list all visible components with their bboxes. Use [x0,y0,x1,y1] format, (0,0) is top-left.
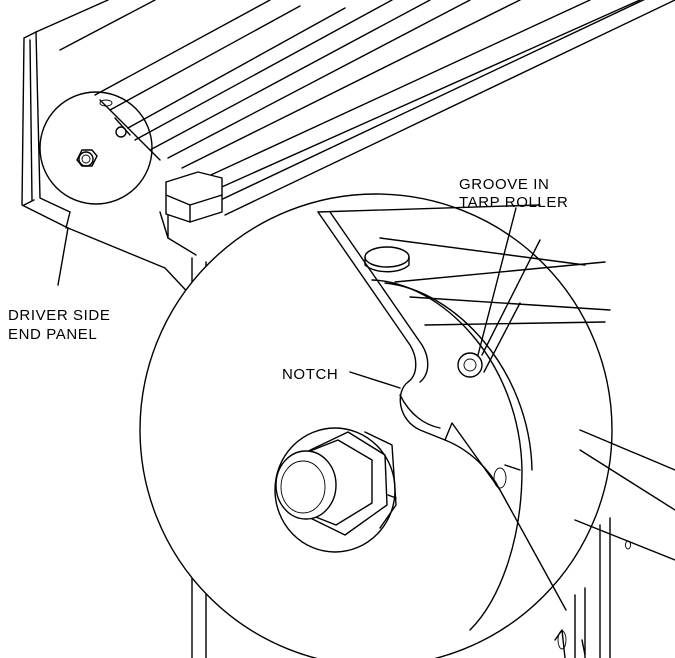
detail-callout-circle [39,91,161,205]
groove-label-line-1: GROOVE IN [459,176,550,193]
notch-leader-line [349,371,401,389]
groove-leader-line [477,207,517,356]
groove-label-line-2: TARP ROLLER [459,194,569,211]
panel-label-line-2: END PANEL [8,326,98,343]
notch-label: NOTCH [282,366,339,383]
overview-assembly [21,0,675,658]
panel-label-line-1: DRIVER SIDE [8,307,111,324]
panel-leader-line [57,227,69,286]
frame-members [554,429,675,658]
magnified-detail [139,193,613,658]
